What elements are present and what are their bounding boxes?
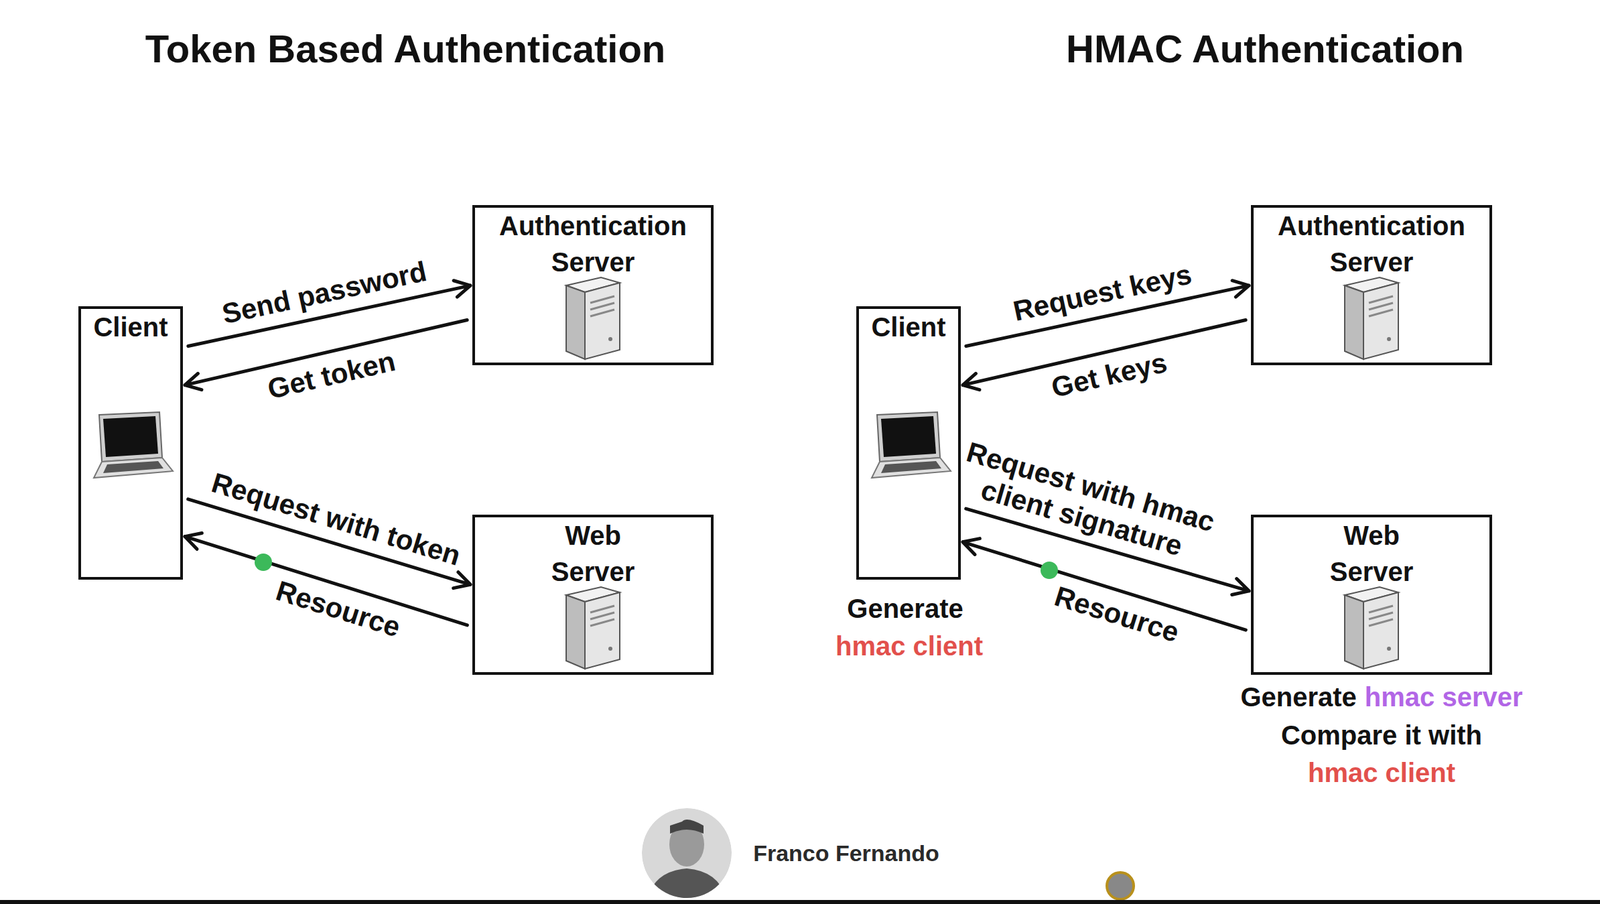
box-label: Web Server [1304, 517, 1439, 590]
box-label: Client [861, 308, 956, 346]
server-box: Web Server [1250, 514, 1493, 675]
text-label: Generate [846, 592, 963, 625]
laptop-icon [871, 412, 951, 478]
client-box: Client [856, 306, 961, 580]
text-label: Generate [1240, 680, 1357, 713]
green-dot [254, 553, 273, 571]
server-icon [1344, 277, 1399, 360]
edge-label: Send password [219, 254, 430, 331]
bottom-bar [0, 899, 1600, 904]
green-dot [1040, 561, 1058, 579]
label-row: Generatehmac server [1240, 680, 1523, 713]
server-icon [1344, 586, 1399, 669]
server-box: Web Server [472, 514, 714, 675]
text-label: HMAC Authentication [1065, 25, 1464, 73]
box-label: Authentication Server [1260, 207, 1483, 281]
server-icon [566, 277, 620, 360]
text-label: Compare it with [1281, 718, 1483, 752]
laptop-icon [93, 412, 173, 478]
edge-label: Get token [263, 344, 398, 407]
avatar-photo [641, 808, 732, 902]
client-box: Client [78, 306, 183, 580]
server-box: Authentication Server [1250, 205, 1493, 366]
cursor-dot [1106, 872, 1134, 900]
text-label: Franco Fernando [753, 839, 940, 868]
text-label: hmac client [1307, 756, 1456, 789]
box-label: Authentication Server [482, 207, 704, 281]
diagram-title: Token Based Authentication [145, 25, 666, 73]
server-icon [566, 586, 620, 669]
edge-label: Get keys [1048, 345, 1171, 405]
text-label: hmac server [1364, 680, 1523, 713]
server-box: Authentication Server [472, 205, 714, 366]
box-label: Web Server [525, 517, 660, 590]
box-label: Client [83, 308, 178, 346]
text-label: hmac client [835, 629, 983, 662]
